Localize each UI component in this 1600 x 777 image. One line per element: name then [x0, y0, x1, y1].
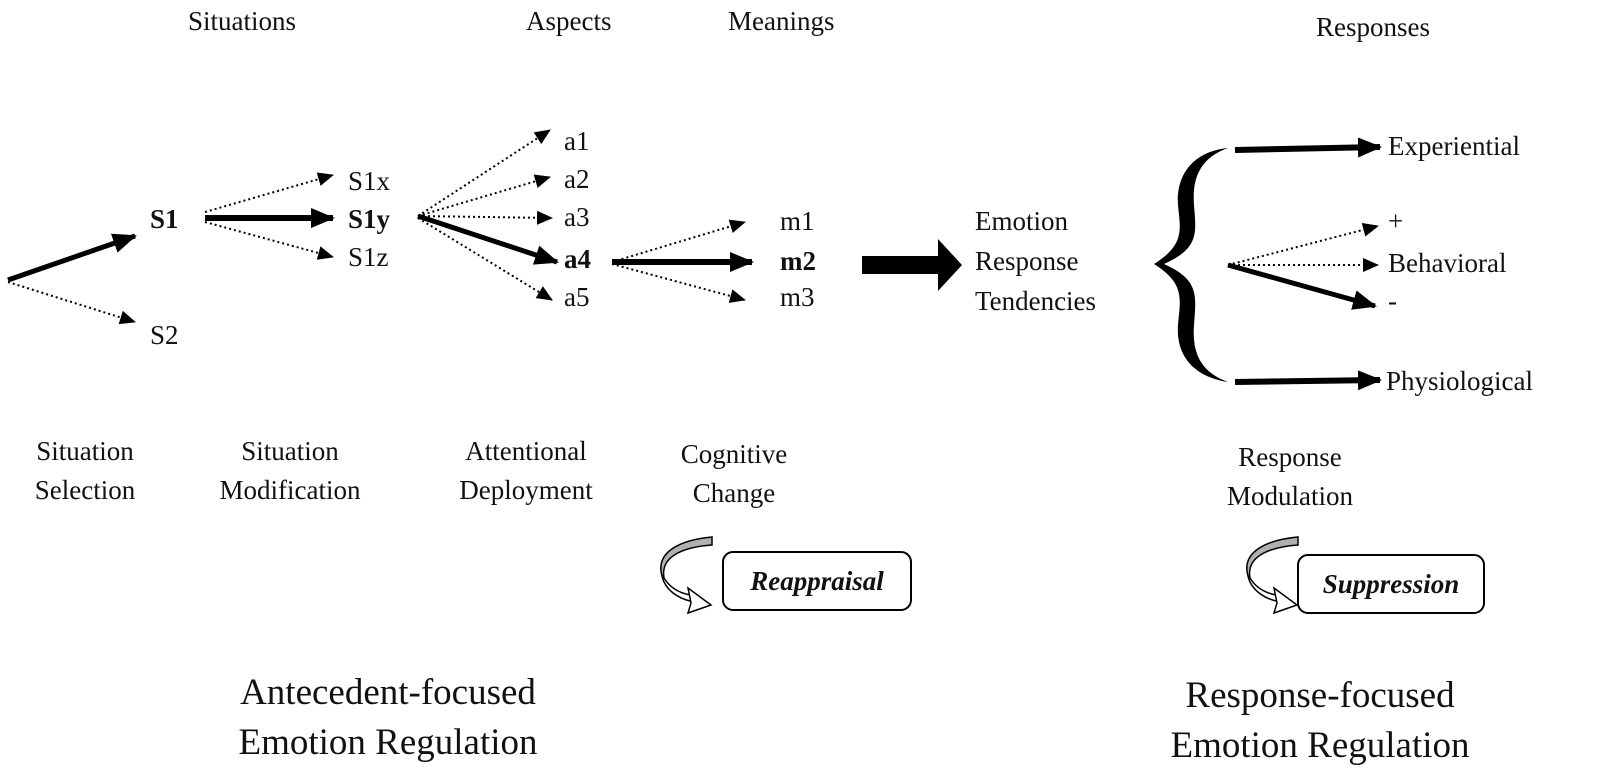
stage-attentional-deployment-line-2: Deployment — [459, 475, 593, 505]
node-s1x: S1x — [348, 166, 391, 196]
arrow-s1y-to-a3 — [417, 210, 553, 225]
stage-situation-selection-line-2: Selection — [35, 475, 136, 505]
arrow-to-behavioral-minus — [1227, 262, 1377, 310]
node-s1y: S1y — [348, 204, 391, 234]
arrow-a4-to-m1 — [611, 219, 746, 263]
tendencies-line-1: Emotion — [975, 206, 1068, 236]
node-s1: S1 — [150, 204, 179, 234]
stage-situation-modification: Situation Modification — [220, 436, 361, 505]
stage-attentional-deployment: Attentional Deployment — [459, 436, 593, 505]
group-antecedent-line-1: Antecedent-focused — [240, 672, 536, 713]
response-plus: + — [1388, 206, 1403, 236]
header-aspects: Aspects — [526, 6, 611, 36]
group-response-line-2: Emotion Regulation — [1170, 725, 1469, 766]
header-situations: Situations — [188, 6, 296, 36]
arrow-to-experiential — [1234, 137, 1382, 158]
stage-response-modulation-line-2: Modulation — [1227, 481, 1353, 511]
header-meanings: Meanings — [728, 6, 834, 36]
stage-response-modulation: Response Modulation — [1227, 442, 1353, 511]
stage-cognitive-change-line-2: Change — [693, 478, 775, 508]
arrow-s1y-to-a2 — [417, 174, 551, 217]
node-m3: m3 — [780, 282, 815, 312]
arrow-s1-to-s1z — [204, 221, 334, 260]
group-antecedent-line-2: Emotion Regulation — [238, 722, 537, 763]
group-response-focused: Response-focused Emotion Regulation — [1170, 675, 1469, 766]
node-m2: m2 — [780, 246, 816, 276]
response-physiological: Physiological — [1386, 366, 1533, 396]
strategy-suppression: Suppression — [1323, 569, 1460, 599]
arrow-a4-to-m3 — [611, 263, 746, 303]
group-response-line-1: Response-focused — [1185, 675, 1455, 716]
node-a4: a4 — [564, 244, 591, 274]
node-s1z: S1z — [348, 242, 389, 272]
strategy-reappraisal: Reappraisal — [749, 566, 884, 596]
node-a2: a2 — [564, 164, 589, 194]
strategy-box-reappraisal — [722, 551, 912, 611]
response-behavioral: Behavioral — [1388, 248, 1506, 278]
response-experiential: Experiential — [1388, 131, 1520, 161]
curved-arrow-icon-reappraisal — [660, 536, 713, 615]
group-antecedent-focused: Antecedent-focused Emotion Regulation — [238, 672, 537, 763]
stage-response-modulation-line-1: Response — [1238, 442, 1342, 472]
arrow-to-s2 — [7, 281, 136, 325]
arrow-to-s1 — [7, 233, 137, 283]
stage-situation-modification-line-2: Modification — [220, 475, 361, 505]
arrow-to-physiological — [1234, 370, 1382, 391]
node-a1: a1 — [564, 126, 589, 156]
node-a3: a3 — [564, 202, 589, 232]
stage-cognitive-change-line-1: Cognitive — [681, 439, 788, 469]
node-s2: S2 — [150, 320, 179, 350]
arrow-s1-to-s1x — [204, 172, 334, 213]
stage-situation-modification-line-1: Situation — [241, 436, 339, 466]
response-minus: - — [1388, 286, 1397, 316]
node-m1: m1 — [780, 206, 815, 236]
node-a5: a5 — [564, 282, 589, 312]
tendencies-line-3: Tendencies — [975, 286, 1096, 316]
stage-attentional-deployment-line-1: Attentional — [465, 436, 586, 466]
curly-brace — [1154, 148, 1228, 382]
arrow-s1y-to-a4 — [417, 213, 559, 265]
stage-situation-selection: Situation Selection — [35, 436, 136, 505]
stage-situation-selection-line-1: Situation — [36, 436, 134, 466]
block-arrow-head — [938, 239, 962, 291]
tendencies-line-2: Response — [975, 246, 1079, 276]
arrow-s1y-to-a5 — [417, 217, 553, 301]
arrow-s1y-to-a1 — [417, 129, 551, 217]
header-responses: Responses — [1316, 12, 1430, 42]
stage-cognitive-change: Cognitive Change — [681, 439, 788, 508]
arrow-to-behavioral-plus — [1227, 222, 1379, 266]
strategy-box-suppression — [1297, 554, 1485, 614]
curved-arrow-icon-suppression — [1246, 536, 1299, 615]
block-arrow-to-tendencies — [862, 246, 960, 284]
